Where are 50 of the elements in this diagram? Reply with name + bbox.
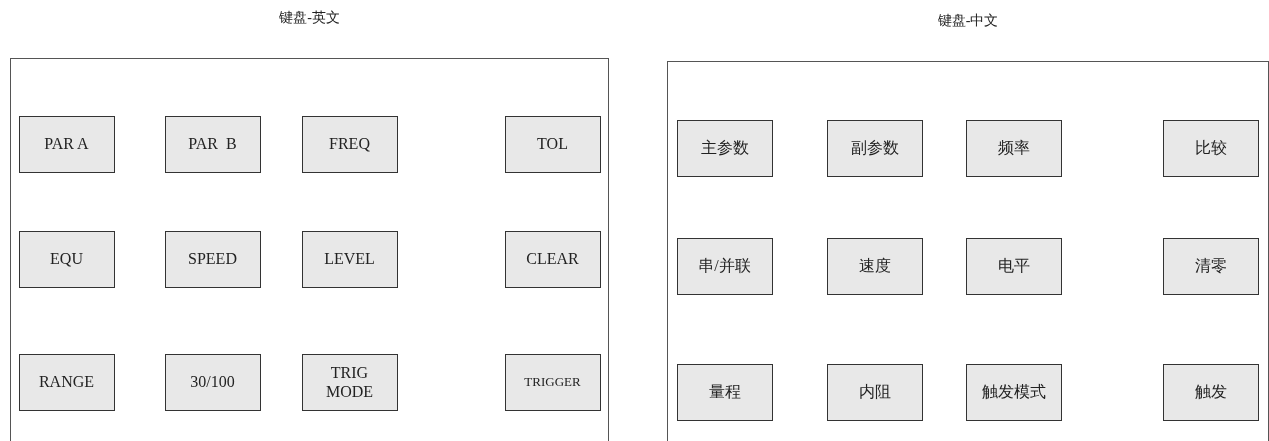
key-button	[965, 237, 1062, 295]
key-label: CLEAR	[526, 249, 579, 269]
key-label: 量程	[708, 382, 741, 402]
key-button	[826, 363, 923, 421]
key-label: 速度	[858, 256, 891, 276]
key-button	[504, 115, 601, 173]
key-button	[301, 115, 398, 173]
key-label: 触发模式	[981, 382, 1046, 402]
key-button	[676, 237, 773, 295]
key-button	[965, 119, 1062, 177]
key-button	[301, 353, 398, 411]
key-label: 副参数	[850, 138, 899, 158]
key-button	[965, 363, 1062, 421]
key-label: TRIG MODE	[324, 362, 375, 402]
panel-title: 键盘-英文	[279, 9, 340, 27]
key-button	[301, 230, 398, 288]
key-label: 清零	[1194, 256, 1227, 276]
key-label: TRIGGER	[524, 374, 581, 390]
key-label: 电平	[997, 256, 1030, 276]
key-label: 串/并联	[698, 256, 751, 276]
key-button	[18, 230, 115, 288]
key-label: EQU	[50, 249, 83, 269]
key-button	[164, 115, 261, 173]
key-label: 比较	[1194, 138, 1227, 158]
key-button	[504, 230, 601, 288]
key-button	[1162, 237, 1259, 295]
key-label: TOL	[537, 134, 568, 154]
key-button	[18, 115, 115, 173]
key-button	[826, 237, 923, 295]
key-button	[18, 353, 115, 411]
key-label: 频率	[997, 138, 1030, 158]
key-label: 30/100	[190, 372, 235, 392]
key-button	[504, 353, 601, 411]
key-button	[1162, 119, 1259, 177]
key-button	[1162, 363, 1259, 421]
panel-title: 键盘-中文	[937, 12, 999, 30]
key-label: LEVEL	[324, 249, 375, 269]
key-label: 主参数	[700, 138, 749, 158]
key-button	[676, 363, 773, 421]
key-label: SPEED	[188, 249, 237, 269]
key-button	[826, 119, 923, 177]
key-label: 内阻	[858, 382, 891, 402]
key-button	[164, 353, 261, 411]
key-button	[676, 119, 773, 177]
key-label: PAR B	[188, 134, 237, 154]
key-label: RANGE	[38, 372, 95, 392]
key-label: PAR A	[44, 134, 89, 154]
key-button	[164, 230, 261, 288]
key-label: FREQ	[329, 134, 370, 154]
key-label: 触发	[1194, 382, 1227, 402]
